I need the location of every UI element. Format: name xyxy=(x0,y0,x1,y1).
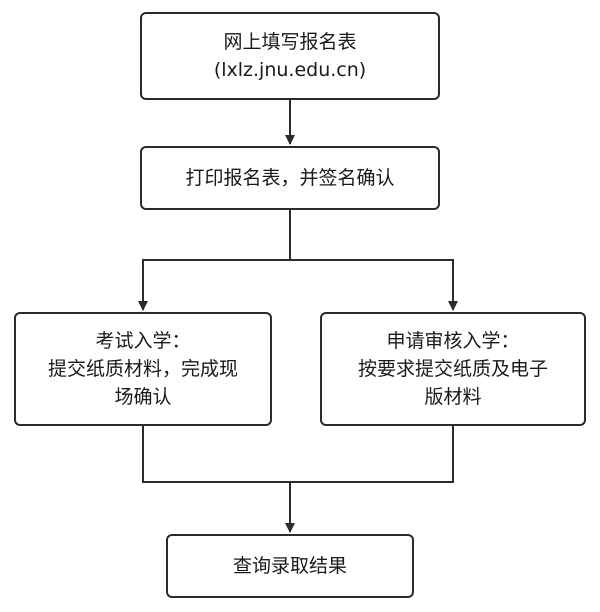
online-form-step: 网上填写报名表 (lxlz.jnu.edu.cn) xyxy=(140,12,440,100)
connector-print-split xyxy=(138,210,291,311)
online-form-step-url: (lxlz.jnu.edu.cn) xyxy=(213,59,367,81)
print-sign-step: 打印报名表，并签名确认 xyxy=(140,146,440,210)
print-sign-step-title: 打印报名表，并签名确认 xyxy=(185,167,395,189)
review-admission-step-line-2: 按要求提交纸质及电子 xyxy=(357,358,548,380)
connector-split-review xyxy=(290,259,458,311)
connector-exam-merge xyxy=(142,426,290,483)
connector-review-merge xyxy=(290,426,454,483)
exam-admission-step: 考试入学： 提交纸质材料，完成现 场确认 xyxy=(14,312,272,426)
review-admission-step: 申请审核入学： 按要求提交纸质及电子 版材料 xyxy=(320,312,586,426)
exam-admission-step-title: 考试入学： xyxy=(95,330,191,352)
exam-admission-step-line-3: 场确认 xyxy=(114,386,172,408)
exam-admission-step-line-2: 提交纸质材料，完成现 xyxy=(47,358,238,380)
review-admission-step-title: 申请审核入学： xyxy=(386,330,520,352)
admission-result-step: 查询录取结果 xyxy=(166,534,414,598)
admission-result-step-title: 查询录取结果 xyxy=(232,555,347,577)
review-admission-step-line-3: 版材料 xyxy=(424,386,482,408)
online-form-step-title: 网上填写报名表 xyxy=(223,31,357,53)
